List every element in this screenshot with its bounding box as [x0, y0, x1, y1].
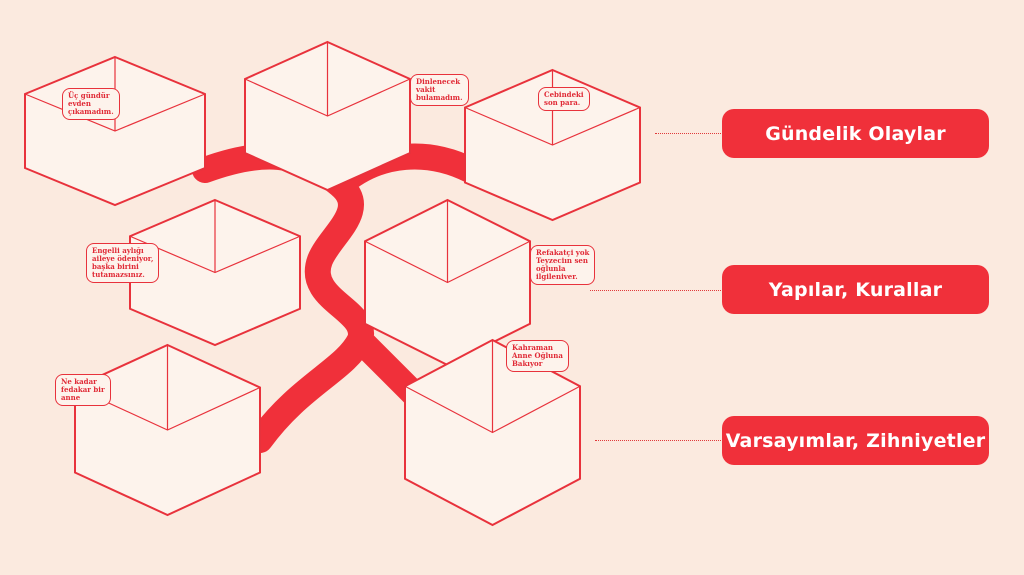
- category-varsayimlar-zihniyetler[interactable]: Varsayımlar, Zihniyetler: [722, 416, 989, 465]
- speech-bubble: Refakatçi yok Teyzeciın sen oğlunla ilgi…: [530, 245, 596, 285]
- speech-bubble: Ne kadar fedakar bir anne: [55, 374, 111, 406]
- speech-bubble: Dinlenecek vakit bulamadım.: [410, 74, 469, 106]
- category-gundelik-olaylar[interactable]: Gündelik Olaylar: [722, 109, 989, 158]
- connector-1: [655, 133, 721, 134]
- speech-bubble: Cebindeki son para.: [538, 87, 590, 111]
- speech-bubble: Kahraman Anne Oğluna Bakıyor: [506, 340, 569, 372]
- connector-3: [595, 440, 721, 441]
- connector-2: [590, 290, 721, 291]
- category-yapilar-kurallar[interactable]: Yapılar, Kurallar: [722, 265, 989, 314]
- speech-bubble: Engelli aylığı aileye ödeniyor, başka bi…: [86, 243, 160, 283]
- speech-bubble: Üç gündür evden çıkamadım.: [62, 88, 120, 120]
